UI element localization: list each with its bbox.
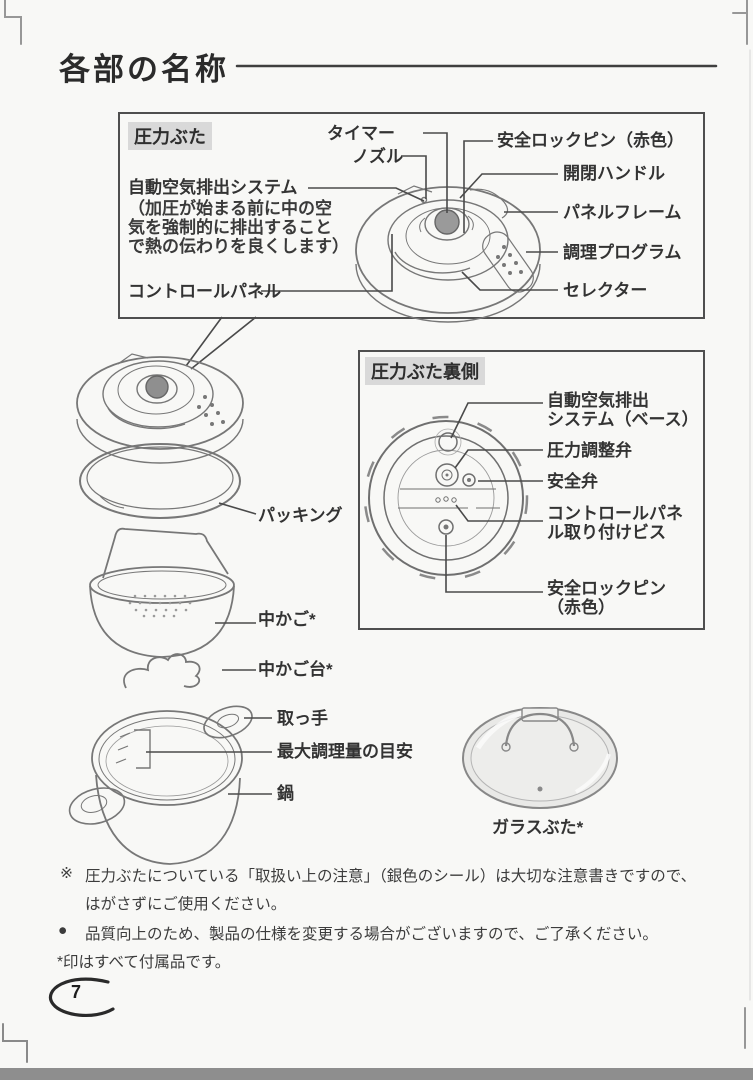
label-safety-valve: 安全弁 xyxy=(547,472,598,491)
note1-line1: 圧力ぶたについている「取扱い上の注意」（銀色のシール）は大切な注意書きですので、 xyxy=(85,868,697,885)
label-auto-air-base-line1: 自動空気排出 xyxy=(547,391,649,410)
auto-air-note-line1: （加圧が始まる前に中の空 xyxy=(128,199,332,218)
pot-illustration xyxy=(68,705,253,865)
note2-marker: ● xyxy=(58,922,68,939)
label-packing: パッキング xyxy=(258,506,343,525)
label-auto-air-system: 自動空気排出システム xyxy=(128,178,298,197)
label-open-close-handle: 開閉ハンドル xyxy=(563,164,665,183)
label-pot: 鍋 xyxy=(277,784,294,803)
label-inner-basket: 中かご* xyxy=(258,610,316,629)
max-fill-bracket xyxy=(134,729,151,769)
label-lock-pin-line1: 安全ロックピン xyxy=(547,579,666,598)
label-panel-frame: パネルフレーム xyxy=(563,203,682,222)
exploded-lid-illustration xyxy=(76,353,244,464)
glass-lid-illustration xyxy=(462,707,618,809)
label-timer: タイマー xyxy=(327,124,395,143)
packing-illustration xyxy=(79,443,241,519)
label-control-panel: コントロールパネル xyxy=(128,282,281,301)
lid-back-box xyxy=(358,350,705,630)
page-title: 各部の名称 xyxy=(59,52,229,87)
exploded-lid-dots xyxy=(197,395,225,426)
auto-air-note-line2: 気を強制的に排出すること xyxy=(128,218,332,237)
label-glass-lid: ガラスぶた* xyxy=(492,818,584,837)
corner-mark-bottom-left xyxy=(2,1023,28,1063)
label-auto-air-base-line2: システム（ベース） xyxy=(547,410,699,429)
label-handle: 取っ手 xyxy=(277,709,328,728)
corner-mark-top-left xyxy=(4,0,22,45)
label-panel-screw-line1: コントロールパネ xyxy=(547,504,683,523)
label-max-capacity: 最大調理量の目安 xyxy=(277,742,413,761)
note1-line2: はがさずにご使用ください。 xyxy=(85,896,287,913)
note2-text: 品質向上のため、製品の仕様を変更する場合がございますので、ご了承ください。 xyxy=(85,926,658,943)
note1-marker: ※ xyxy=(60,865,73,882)
label-selector: セレクター xyxy=(563,281,648,300)
label-pressure-adjust-valve: 圧力調整弁 xyxy=(547,441,632,460)
page-number: 7 xyxy=(71,982,82,1002)
inner-basket-illustration xyxy=(89,527,235,658)
label-safety-lock-pin: 安全ロックピン（赤色） xyxy=(497,131,684,150)
basket-perforations xyxy=(128,594,192,618)
corner-mark-top-right xyxy=(732,0,748,45)
exploded-leader-lines xyxy=(146,502,272,795)
label-nozzle: ノズル xyxy=(352,147,403,166)
label-basket-stand: 中かご台* xyxy=(258,660,333,679)
label-panel-screw-line2: ル取り付けビス xyxy=(547,523,666,542)
lid-back-header: 圧力ぶた裏側 xyxy=(365,357,485,385)
note3-text: *印はすべて付属品です。 xyxy=(57,954,231,971)
basket-stand-illustration xyxy=(123,653,201,689)
label-cooking-program: 調理プログラム xyxy=(563,243,682,262)
label-lock-pin-line2: （赤色） xyxy=(547,598,615,617)
pressure-lid-header: 圧力ぶた xyxy=(128,122,212,150)
page-number-swoosh xyxy=(49,977,115,1017)
footer-scan-bar xyxy=(0,1068,753,1080)
